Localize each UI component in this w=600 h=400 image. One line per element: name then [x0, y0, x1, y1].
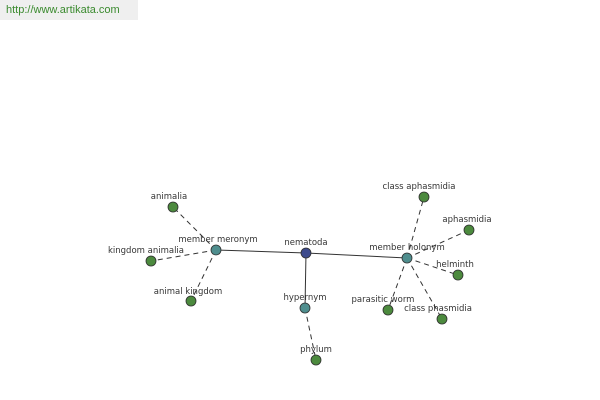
edge-member-holonym-aphasmidia — [406, 229, 470, 259]
edge-member-holonym-class-phasmidia — [406, 257, 443, 320]
edge-member-meronym-kingdom-animalia — [150, 249, 217, 262]
graph-edges — [150, 196, 470, 361]
label-class-phasmidia[interactable]: class phasmidia — [404, 304, 472, 314]
node-animal-kingdom[interactable] — [185, 295, 197, 307]
graph-nodes — [145, 191, 475, 366]
node-kingdom-animalia[interactable] — [145, 255, 157, 267]
node-member-holonym[interactable] — [401, 252, 413, 264]
label-member-meronym[interactable]: member meronym — [178, 235, 257, 245]
node-member-meronym[interactable] — [210, 244, 222, 256]
label-aphasmidia[interactable]: aphasmidia — [442, 215, 491, 225]
label-nematoda[interactable]: nematoda — [284, 238, 327, 248]
edge-nematoda-member-meronym — [215, 249, 307, 254]
node-aphasmidia[interactable] — [463, 224, 475, 236]
edge-nematoda-hypernym — [304, 252, 307, 309]
label-phylum[interactable]: phylum — [300, 345, 332, 355]
label-member-holonym[interactable]: member holonym — [369, 243, 444, 253]
edge-member-meronym-animal-kingdom — [190, 249, 217, 302]
edge-member-holonym-parasitic-worm — [387, 257, 408, 311]
site-url-link[interactable]: http://www.artikata.com — [0, 0, 138, 20]
node-phylum[interactable] — [310, 354, 322, 366]
edge-member-holonym-class-aphasmidia — [406, 196, 425, 259]
label-animal-kingdom[interactable]: animal kingdom — [154, 287, 222, 297]
label-parasitic-worm[interactable]: parasitic worm — [352, 295, 415, 305]
label-animalia[interactable]: animalia — [151, 192, 187, 202]
label-kingdom-animalia[interactable]: kingdom animalia — [108, 246, 184, 256]
node-hypernym[interactable] — [299, 302, 311, 314]
edge-nematoda-member-holonym — [305, 252, 408, 259]
node-animalia[interactable] — [167, 201, 179, 213]
label-class-aphasmidia[interactable]: class aphasmidia — [382, 182, 455, 192]
node-class-aphasmidia[interactable] — [418, 191, 430, 203]
label-helminth[interactable]: helminth — [436, 260, 474, 270]
node-nematoda[interactable] — [300, 247, 312, 259]
node-parasitic-worm[interactable] — [382, 304, 394, 316]
node-helminth[interactable] — [452, 269, 464, 281]
node-class-phasmidia[interactable] — [436, 313, 448, 325]
edge-member-meronym-animalia — [172, 206, 217, 251]
graph-labels: nematoda member meronym member holonym hype… — [108, 182, 492, 355]
label-hypernym[interactable]: hypernym — [283, 293, 326, 303]
